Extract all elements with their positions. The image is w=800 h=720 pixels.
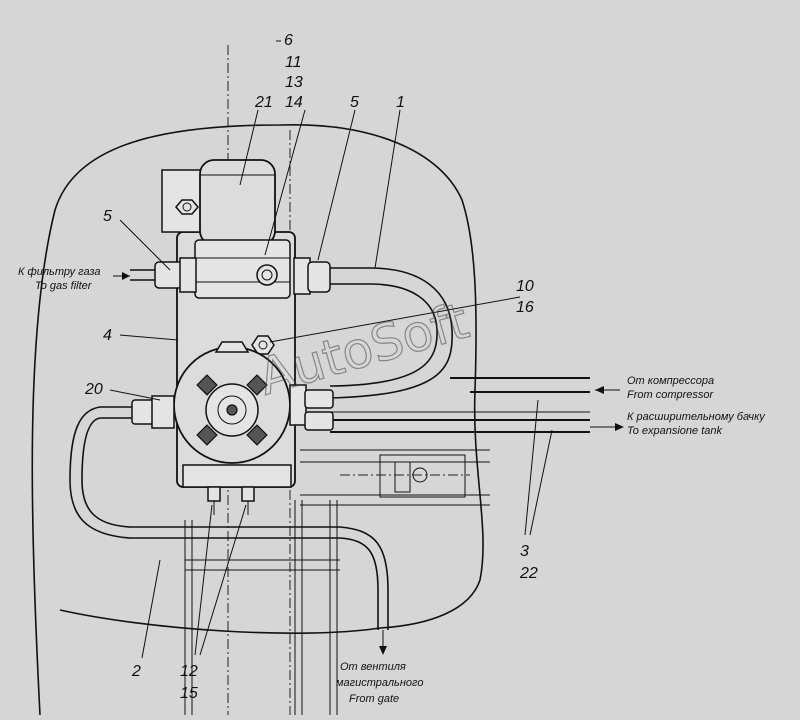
label-expansion-ru: К расширительному бачку bbox=[627, 411, 766, 423]
callout-5-top: 5 bbox=[350, 94, 359, 111]
label-gate-ru-2: магистрального bbox=[336, 677, 423, 689]
flow-arrows bbox=[113, 272, 624, 431]
right-flange-fittings bbox=[289, 384, 334, 431]
callout-12: 12 bbox=[180, 663, 198, 680]
leader-lines bbox=[109, 109, 553, 659]
callout-11: 11 bbox=[285, 54, 302, 71]
label-compressor-en: From compressor bbox=[627, 389, 715, 401]
callout-4: 4 bbox=[103, 327, 112, 344]
callout-2: 2 bbox=[131, 663, 141, 680]
label-expansion-en: To expansione tank bbox=[627, 425, 722, 437]
flange bbox=[173, 341, 291, 464]
callout-10: 10 bbox=[516, 278, 534, 295]
rails bbox=[300, 377, 590, 506]
plug bbox=[256, 264, 278, 286]
label-gate-en: From gate bbox=[349, 693, 399, 705]
label-gas-filter-ru: К фильтру газа bbox=[18, 266, 100, 278]
frame-outline bbox=[31, 124, 484, 716]
callout-13: 13 bbox=[285, 74, 303, 91]
gas-filter-fitting bbox=[130, 257, 197, 293]
callout-21: 21 bbox=[254, 94, 273, 111]
pipe-1-fitting bbox=[293, 257, 331, 295]
label-gate-ru-1: От вентиля bbox=[340, 661, 406, 673]
callout-15: 15 bbox=[180, 685, 198, 702]
pipe-1 bbox=[325, 267, 453, 399]
callout-22: 22 bbox=[519, 565, 538, 582]
left-flange-fitting bbox=[131, 395, 175, 429]
callout-5-left: 5 bbox=[103, 208, 112, 225]
bottom-bolts bbox=[207, 486, 255, 515]
callout-1: 1 bbox=[396, 94, 405, 111]
callout-20: 20 bbox=[84, 381, 103, 398]
callout-16: 16 bbox=[516, 299, 534, 316]
callout-3: 3 bbox=[520, 543, 529, 560]
lower-columns bbox=[184, 500, 340, 715]
pipe-2 bbox=[69, 406, 379, 630]
label-compressor-ru: От компрессора bbox=[627, 375, 714, 387]
callout-14: 14 bbox=[285, 94, 303, 111]
callout-6: 6 bbox=[284, 32, 293, 49]
label-gas-filter-en: To gas filter bbox=[35, 280, 93, 292]
gate-arrow bbox=[379, 646, 387, 655]
